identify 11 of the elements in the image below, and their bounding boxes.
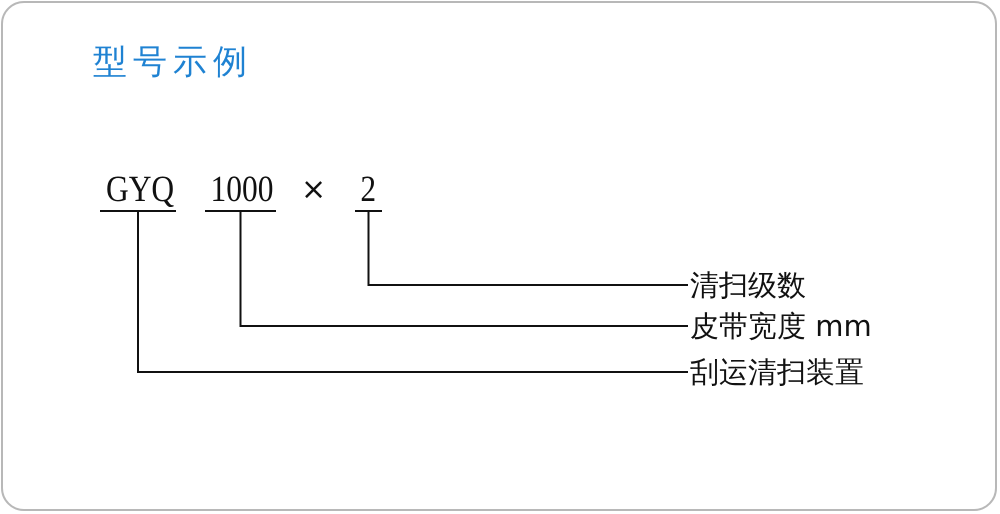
code-segment: 1000 [205, 170, 276, 212]
leader-line [240, 212, 688, 327]
code-segment: GYQ [100, 170, 176, 212]
description-label: 刮运清扫装置 [690, 354, 864, 390]
leader-line [368, 212, 688, 286]
code-segment: 2 [355, 170, 382, 212]
description-label: 皮带宽度 mm [690, 308, 872, 344]
description-label: 清扫级数 [690, 267, 806, 303]
title: 型号示例 [93, 41, 253, 84]
leader-line [137, 212, 688, 373]
multiply-sign: × [301, 171, 326, 209]
